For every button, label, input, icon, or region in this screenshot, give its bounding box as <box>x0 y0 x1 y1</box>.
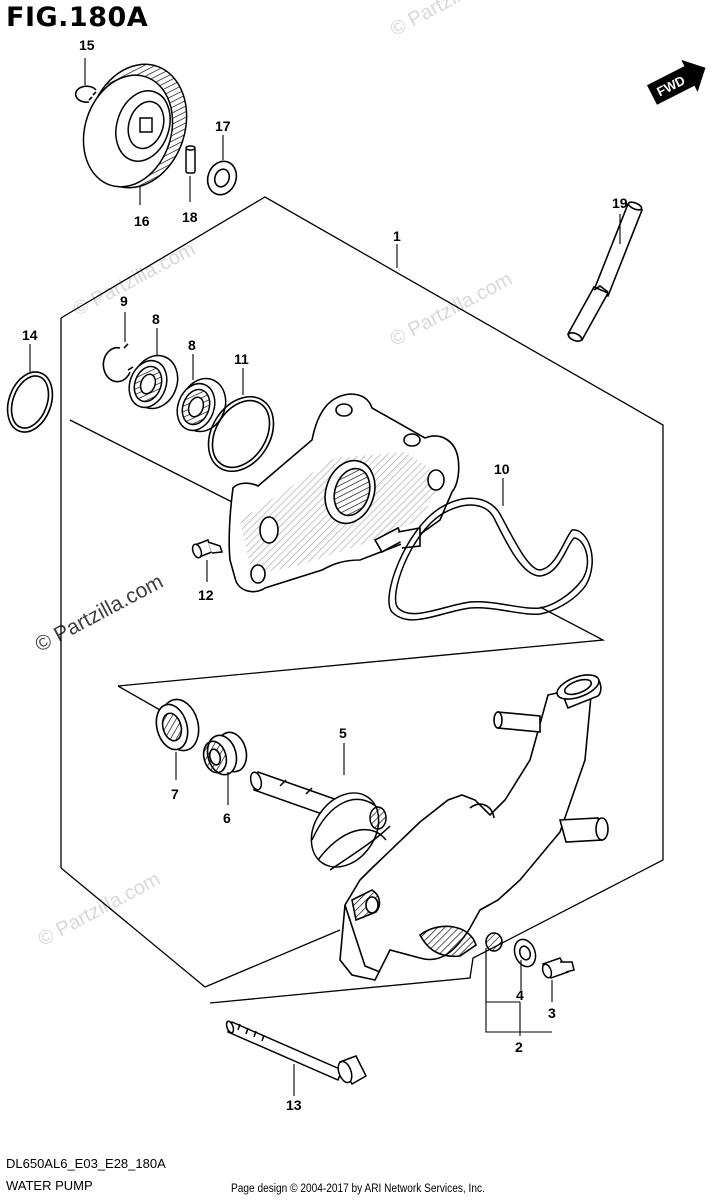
part-label-11: 11 <box>234 351 249 367</box>
part-label-6: 6 <box>223 810 231 826</box>
copyright-footer: Page design © 2004-2017 by ARI Network S… <box>231 1183 485 1195</box>
bolt-13 <box>225 1020 367 1086</box>
bearing-8a <box>128 354 179 410</box>
part-label-18: 18 <box>182 209 198 225</box>
part-label-10: 10 <box>494 461 510 477</box>
part-label-12: 12 <box>198 587 214 603</box>
part-label-14: 14 <box>22 327 38 343</box>
pump-drive-gear-16 <box>82 63 188 189</box>
part-label-1: 1 <box>393 228 401 244</box>
part-label-13: 13 <box>286 1097 302 1113</box>
part-label-9: 9 <box>120 293 128 309</box>
bearing-8b <box>176 377 227 433</box>
drain-bolt-3 <box>541 957 575 979</box>
gasket-10 <box>388 497 593 621</box>
part-label-4: 4 <box>516 987 524 1003</box>
part-label-3: 3 <box>548 1005 556 1021</box>
pump-cover <box>228 393 460 593</box>
o-ring-11 <box>207 395 275 473</box>
part-label-8a: 8 <box>152 311 160 327</box>
pin-18 <box>185 145 196 174</box>
bolt-12 <box>191 539 224 559</box>
model-code: DL650AL6_E03_E28_180A <box>6 1156 166 1171</box>
oil-seal-7 <box>155 698 200 752</box>
part-label-16: 16 <box>134 213 150 229</box>
circlip-9 <box>102 343 134 383</box>
part-label-8b: 8 <box>188 337 196 353</box>
part-label-19: 19 <box>612 195 628 211</box>
mechanical-seal-6 <box>202 731 248 776</box>
circlip-15 <box>74 85 97 103</box>
leader-lines <box>29 58 621 1096</box>
part-label-15: 15 <box>79 37 95 53</box>
pump-body <box>339 674 609 981</box>
o-ring-14 <box>6 371 54 433</box>
figure-title: FIG.180A <box>6 2 149 33</box>
assembly-box <box>60 196 664 1004</box>
fwd-arrow-icon: FWD <box>647 59 706 105</box>
part-labels: 15 16 18 17 1 19 14 9 8 8 11 10 12 5 7 6… <box>22 37 628 1113</box>
washer-17 <box>206 160 238 196</box>
diagram-name: WATER PUMP <box>6 1178 93 1193</box>
hose-19 <box>566 201 644 342</box>
impeller-shaft-5 <box>249 771 391 871</box>
part-label-17: 17 <box>215 118 231 134</box>
part-label-7: 7 <box>171 786 179 802</box>
part-label-5: 5 <box>339 725 347 741</box>
washer-4 <box>513 938 537 968</box>
part-label-2: 2 <box>515 1039 523 1055</box>
